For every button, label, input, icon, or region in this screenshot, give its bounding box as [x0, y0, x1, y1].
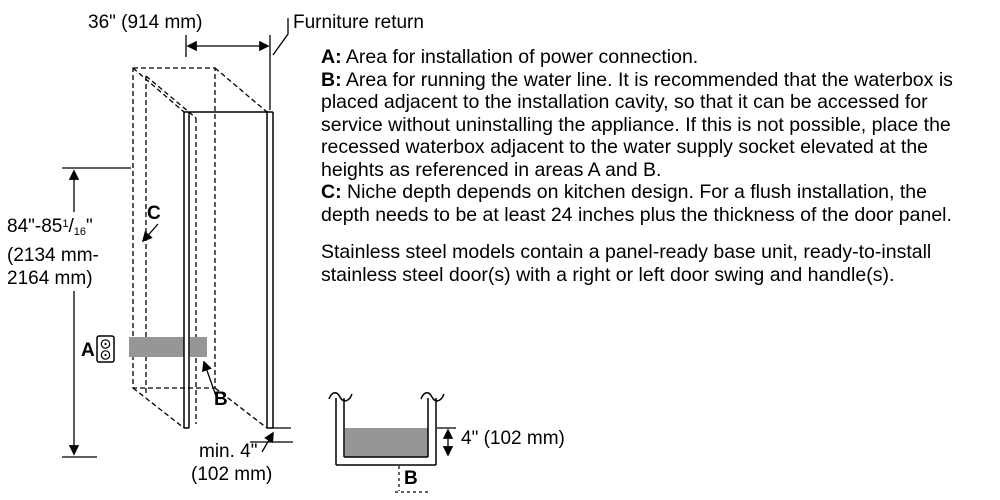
waterbox-depth-arrow — [437, 427, 456, 457]
waterbox-b-leader — [395, 466, 428, 493]
note-b-text: Area for running the water line. It is r… — [321, 68, 953, 181]
min-clearance-label-line2: (102 mm) — [191, 464, 273, 485]
note-c: C: Niche depth depends on kitchen design… — [321, 181, 977, 226]
note-c-text: Niche depth depends on kitchen design. F… — [321, 181, 952, 226]
waterline-area-band — [129, 333, 207, 360]
height-dimension-mm-line1: (2134 mm- — [7, 245, 99, 266]
note-stainless: Stainless steel models contain a panel-r… — [321, 241, 977, 286]
niche-front-frame — [183, 111, 274, 429]
min-clearance-arrow — [250, 427, 293, 453]
height-dimension-mm-line2: 2164 mm) — [7, 268, 93, 289]
note-a-text: Area for installation of power connectio… — [341, 46, 699, 68]
notes-text-block: A: Area for installation of power connec… — [321, 46, 977, 286]
wall-break-squiggle-right — [420, 392, 445, 402]
waterbox-section — [328, 392, 456, 493]
niche-label-b: B — [214, 389, 228, 410]
niche-label-c: C — [147, 203, 161, 224]
label-b-arrow — [202, 360, 217, 397]
note-b-prefix: B: — [321, 68, 342, 91]
height-dimension-label: 84"-851/16" (2134 mm- 2164 mm) — [5, 212, 101, 291]
waterbox-depth-label: 4" (102 mm) — [461, 428, 565, 449]
furniture-return-leader — [272, 18, 289, 56]
width-dimension-label: 36" (914 mm) — [88, 12, 203, 33]
wall-break-squiggle-left — [328, 392, 353, 402]
note-a: A: Area for installation of power connec… — [321, 46, 977, 69]
height-dimension-inches: 84"-851/16" — [7, 216, 93, 238]
note-c-prefix: C: — [321, 181, 342, 203]
waterbox-fill — [344, 428, 428, 457]
note-a-prefix: A: — [321, 46, 342, 68]
furniture-return-label: Furniture return — [293, 12, 424, 33]
label-c-arrow — [141, 223, 159, 243]
niche-dashed-outline — [132, 67, 268, 429]
min-clearance-label-line1: min. 4" — [199, 441, 258, 462]
note-stainless-text: Stainless steel models contain a panel-r… — [321, 241, 932, 286]
power-outlet-icon — [96, 335, 115, 363]
niche-label-a: A — [81, 340, 95, 361]
note-b: B: Area for running the water line. It i… — [321, 69, 977, 182]
waterbox-label-b: B — [404, 468, 418, 489]
width-dimension-arrow — [185, 35, 271, 110]
